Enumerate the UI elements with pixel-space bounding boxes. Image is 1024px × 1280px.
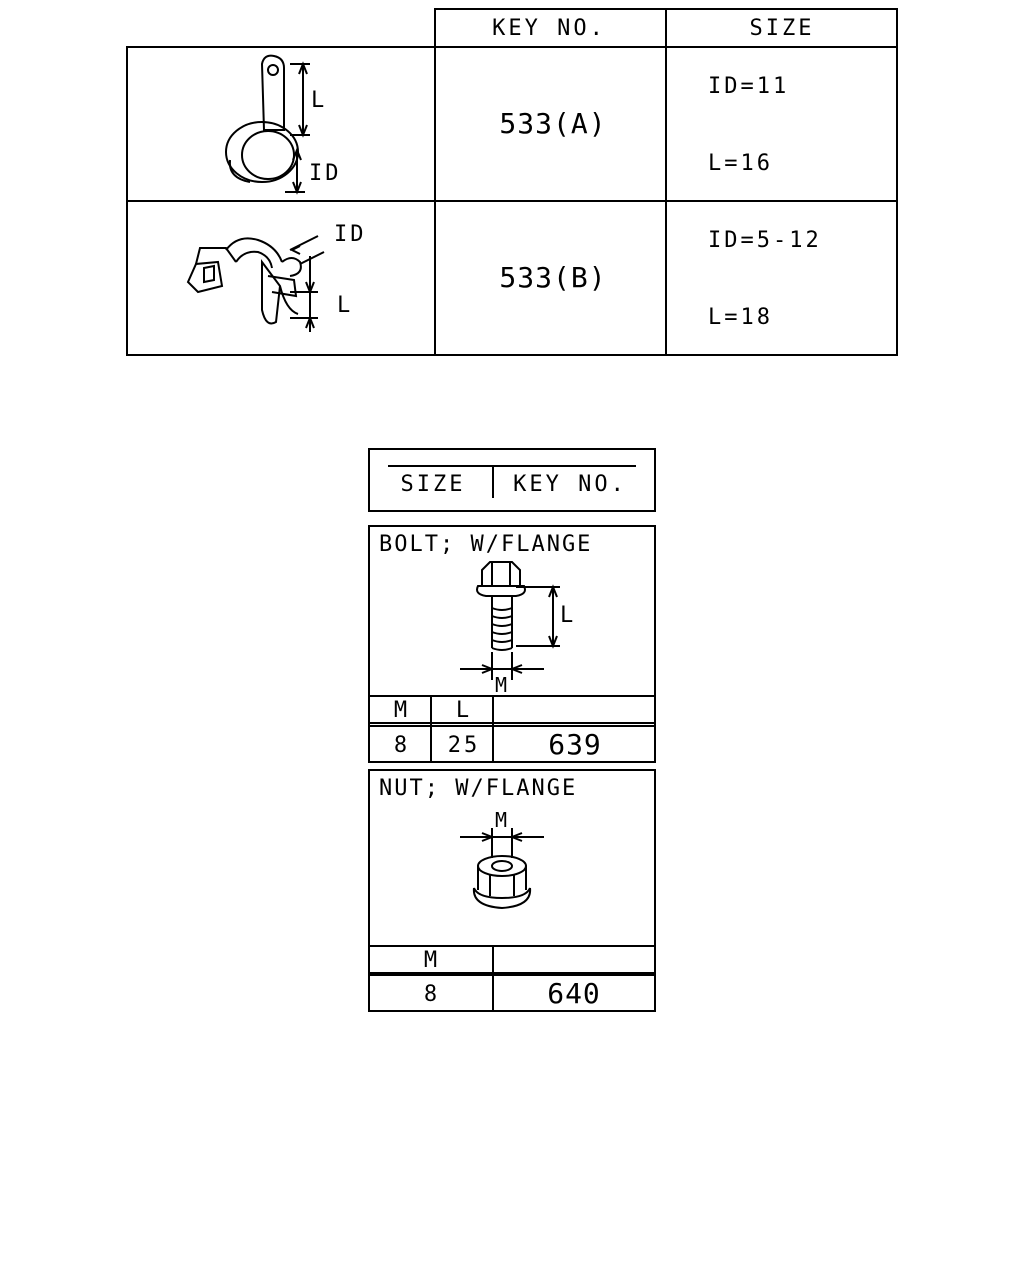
row-b-size-id: ID=5-12 xyxy=(708,228,822,253)
row-a-size-l: L=16 xyxy=(708,151,773,176)
bolt-val-key-no: 639 xyxy=(548,728,602,761)
bolt-dim-l: L xyxy=(560,603,577,628)
bolt-header-double-line xyxy=(368,722,656,724)
nut-col-key-cell xyxy=(492,974,656,1012)
row-a-label-l: L xyxy=(311,88,328,113)
bolt-val-l: 25 xyxy=(447,733,481,758)
row-a-label-id: ID xyxy=(309,161,342,186)
nut-col-m-label: M xyxy=(423,948,441,973)
bolt-dim-m: M xyxy=(495,673,511,697)
bolt-col-m-label: M xyxy=(393,698,411,723)
row-b-size-l: L=18 xyxy=(708,305,773,330)
row-b-key-no: 533(B) xyxy=(499,261,607,294)
nut-header-double-line xyxy=(368,972,656,975)
bolt-col-key-cell xyxy=(492,725,656,763)
row-b-size-cell xyxy=(665,200,898,356)
bolt-col-l-label: L xyxy=(455,698,473,723)
nut-title: NUT; W/FLANGE xyxy=(379,776,578,801)
legend-size: SIZE xyxy=(400,472,466,497)
legend-key-no: KEY NO. xyxy=(513,472,627,497)
legend-box xyxy=(368,448,656,512)
nut-val-key-no: 640 xyxy=(547,977,601,1010)
row-b-label-l: L xyxy=(337,293,354,318)
header-size: SIZE xyxy=(749,16,815,41)
row-b-label-id: ID xyxy=(334,222,367,247)
row-a-size-id: ID=11 xyxy=(708,74,790,99)
header-key-no: KEY NO. xyxy=(492,16,606,41)
nut-val-m: 8 xyxy=(423,982,441,1007)
bolt-val-m: 8 xyxy=(393,733,411,758)
nut-dim-m: M xyxy=(495,808,511,832)
bolt-title: BOLT; W/FLANGE xyxy=(379,532,593,557)
row-a-key-no: 533(A) xyxy=(499,107,607,140)
